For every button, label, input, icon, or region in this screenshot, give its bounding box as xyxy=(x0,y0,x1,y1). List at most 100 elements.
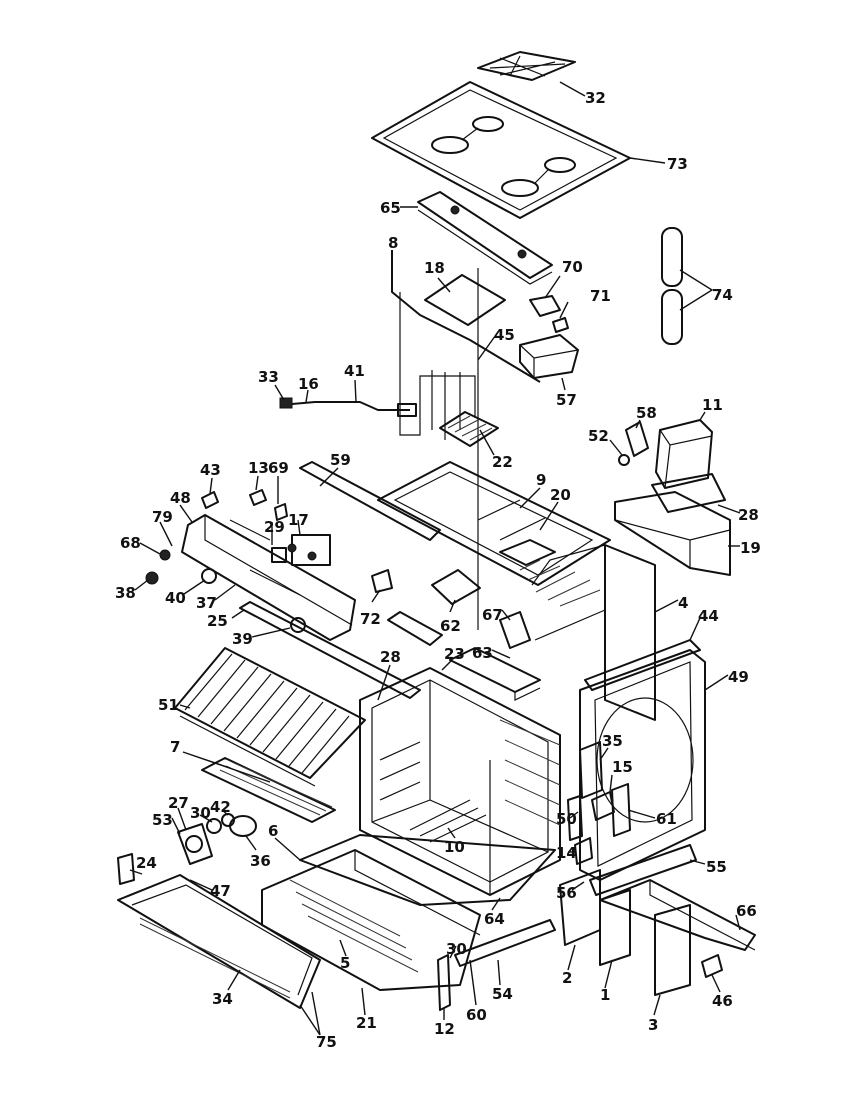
parts-drawing xyxy=(117,51,756,1011)
broil-pan xyxy=(201,757,336,823)
callout-15: 15 xyxy=(612,758,633,776)
callout-18: 18 xyxy=(424,259,445,277)
manifold-bracket xyxy=(417,191,553,285)
callout-50: 50 xyxy=(556,810,577,828)
callout-28: 28 xyxy=(738,506,759,524)
gas-tubing xyxy=(391,250,541,630)
callout-40: 40 xyxy=(165,589,186,607)
callout-49: 49 xyxy=(728,668,749,686)
callout-17: 17 xyxy=(288,511,309,529)
igniter-wire xyxy=(279,397,417,417)
burner-grate xyxy=(477,51,576,81)
callout-38: 38 xyxy=(115,584,136,602)
front-rail xyxy=(239,601,421,699)
cover-plate xyxy=(424,274,506,326)
callout-57: 57 xyxy=(556,391,577,409)
callout-42: 42 xyxy=(210,798,231,816)
burner-box-top xyxy=(299,461,611,586)
callout-72: 72 xyxy=(360,610,381,628)
callout-63: 63 xyxy=(472,644,493,662)
callout-51: 51 xyxy=(158,696,179,714)
callout-16: 16 xyxy=(298,375,319,393)
callout-75: 75 xyxy=(316,1033,337,1051)
leader-lines xyxy=(129,81,741,1036)
callout-46: 46 xyxy=(712,992,733,1010)
bake-element xyxy=(409,799,487,843)
callout-7: 7 xyxy=(170,738,180,756)
valve-assembly xyxy=(519,295,579,379)
callout-10: 10 xyxy=(444,838,465,856)
callout-37: 37 xyxy=(196,594,217,612)
callout-1: 1 xyxy=(600,986,610,1004)
callout-6: 6 xyxy=(268,822,278,840)
callout-12: 12 xyxy=(434,1020,455,1038)
callout-56: 56 xyxy=(556,884,577,902)
callout-64: 64 xyxy=(484,910,505,928)
callout-61: 61 xyxy=(656,810,677,828)
callout-2: 2 xyxy=(562,969,572,987)
rear-vent-assembly xyxy=(614,419,731,576)
oven-controls-cluster xyxy=(567,741,631,865)
callout-60: 60 xyxy=(466,1006,487,1024)
callout-19: 19 xyxy=(740,539,761,557)
right-side-frame xyxy=(519,544,656,721)
callout-59: 59 xyxy=(330,451,351,469)
oven-front-frame xyxy=(579,639,706,881)
callout-labels: 32 73 65 8 18 70 71 74 45 57 33 16 41 22… xyxy=(115,89,761,1051)
callout-65: 65 xyxy=(380,199,401,217)
callout-66: 66 xyxy=(736,902,757,920)
callout-14: 14 xyxy=(556,844,577,862)
callout-23: 23 xyxy=(444,645,465,663)
lower-side-panels xyxy=(559,869,691,996)
broiler-drawer xyxy=(261,849,481,991)
callout-58: 58 xyxy=(636,404,657,422)
thermostat-cluster xyxy=(177,813,257,865)
callout-28-liner: 28 xyxy=(380,648,401,666)
oven-liner xyxy=(359,667,561,896)
callout-30-lower: 30 xyxy=(446,940,467,958)
callout-45: 45 xyxy=(494,326,515,344)
callout-53: 53 xyxy=(152,811,173,829)
callout-33: 33 xyxy=(258,368,279,386)
callout-29: 29 xyxy=(264,518,285,536)
callout-47: 47 xyxy=(210,882,231,900)
callout-32: 32 xyxy=(585,89,606,107)
callout-70: 70 xyxy=(562,258,583,276)
callout-22: 22 xyxy=(492,453,513,471)
small-clip xyxy=(701,954,723,978)
callout-79: 79 xyxy=(152,508,173,526)
callout-44: 44 xyxy=(698,607,719,625)
center-brackets xyxy=(371,569,531,649)
callout-73: 73 xyxy=(667,155,688,173)
bottom-rails xyxy=(589,844,756,951)
callout-8: 8 xyxy=(388,234,398,252)
callout-36: 36 xyxy=(250,852,271,870)
callout-5: 5 xyxy=(340,954,350,972)
callout-13: 13 xyxy=(248,459,269,477)
callout-21: 21 xyxy=(356,1014,377,1032)
oven-rack xyxy=(174,647,366,787)
callout-43: 43 xyxy=(200,461,221,479)
rear-brackets xyxy=(618,421,649,466)
callout-30: 30 xyxy=(190,804,211,822)
control-panel xyxy=(145,489,356,641)
callout-24: 24 xyxy=(136,854,157,872)
callout-3: 3 xyxy=(648,1016,658,1034)
tube-pair xyxy=(661,227,683,345)
callout-4: 4 xyxy=(678,594,688,612)
callout-20: 20 xyxy=(550,486,571,504)
callout-71: 71 xyxy=(590,287,611,305)
burner-head xyxy=(439,411,499,447)
callout-55: 55 xyxy=(706,858,727,876)
callout-74: 74 xyxy=(712,286,733,304)
callout-25: 25 xyxy=(207,612,228,630)
callout-54: 54 xyxy=(492,985,513,1003)
callout-39: 39 xyxy=(232,630,253,648)
callout-67: 67 xyxy=(482,606,503,624)
callout-68: 68 xyxy=(120,534,141,552)
oven-top-brackets xyxy=(449,647,541,701)
callout-41: 41 xyxy=(344,362,365,380)
callout-52: 52 xyxy=(588,427,609,445)
callout-11: 11 xyxy=(702,396,723,414)
